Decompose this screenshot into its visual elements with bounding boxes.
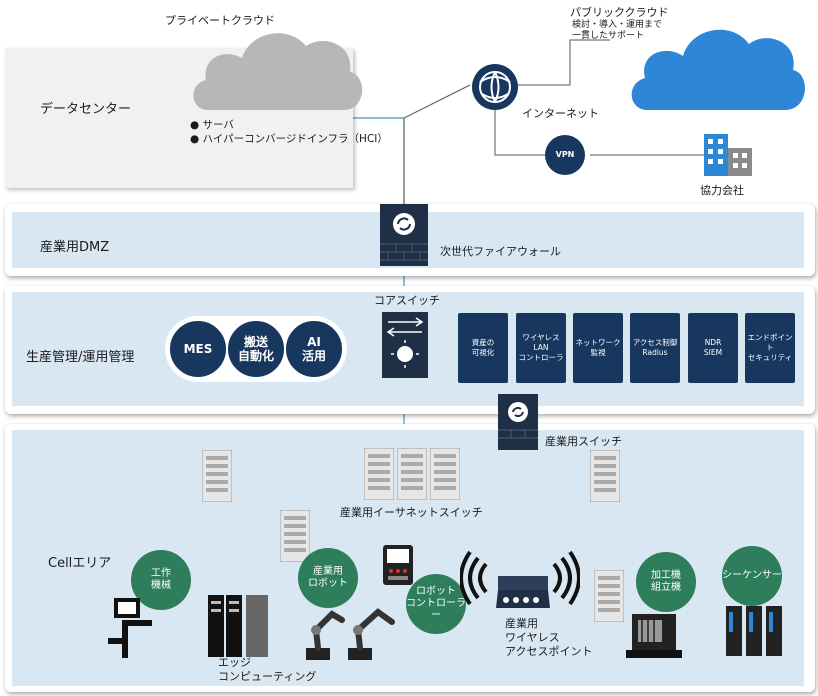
wlan-controller-tile: ワイヤレス LAN コントローラ: [516, 313, 566, 383]
asset-visibility-tile: 資産の 可視化: [458, 313, 508, 383]
pendant-icon: [383, 545, 413, 585]
ethernet-switch-icon: [594, 570, 624, 622]
private-cloud-bullet: ● ハイパーコンバージドインフラ（HCI）: [190, 133, 388, 145]
private-cloud-bullet: ● サーバ: [190, 119, 234, 131]
mes-circle: MES: [168, 319, 228, 379]
transport-automation-circle: 搬送 自動化: [226, 319, 286, 379]
cell-label: Cellエリア: [48, 556, 112, 571]
core-switch-label: コアスイッチ: [374, 294, 440, 307]
private-cloud-title: プライベートクラウド: [165, 14, 275, 27]
edge-computing-label: エッジ コンピューティング: [218, 656, 317, 683]
private-cloud-bullets: ● サーバ ● ハイパーコンバージドインフラ（HCI）: [190, 118, 388, 146]
workstation-icon: [108, 598, 152, 658]
link-internet-vpn: [494, 108, 545, 156]
ethernet-switch-icon: [280, 510, 310, 562]
robot-arm-icon: [306, 608, 395, 660]
firewall-label: 次世代ファイアウォール: [440, 245, 561, 258]
private-cloud-icon: [193, 33, 363, 110]
internet-globe-icon: [472, 64, 518, 110]
machine-tool-node: 工作 機械: [131, 550, 191, 610]
building-icon: [704, 134, 752, 176]
ethernet-switch-icon: [202, 450, 232, 502]
dmz-label: 産業用DMZ: [40, 240, 110, 255]
industrial-switch-label: 産業用スイッチ: [545, 435, 622, 448]
wireless-ap-icon: [460, 550, 580, 608]
ethernet-switch-icon: [397, 448, 427, 500]
ethernet-switch-icon: [430, 448, 460, 500]
network-monitoring-tile: ネットワーク 監視: [573, 313, 623, 383]
robot-node: 産業用 ロボット: [298, 548, 358, 608]
access-control-tile: アクセス制御 Radius: [630, 313, 680, 383]
firewall-icon: [380, 204, 428, 266]
public-cloud-icon: [631, 29, 805, 111]
ethernet-switch-icon: [590, 450, 620, 502]
link-internet-public-cloud: [518, 39, 610, 86]
industrial-switch-icon: [498, 394, 538, 450]
wireless-ap-label: 産業用 ワイヤレス アクセスポイント: [505, 617, 593, 658]
assembly-machine-icon: [626, 614, 682, 658]
vpn-node: VPN: [545, 135, 585, 175]
endpoint-security-tile: エンドポイント セキュリティ: [745, 313, 795, 383]
robot-controller-node: ロボット コントローラー: [406, 574, 466, 634]
public-cloud-title: パブリッククラウド: [570, 6, 669, 19]
core-switch-icon: [382, 312, 428, 378]
edge-server-icon: [208, 595, 268, 657]
assembly-machine-node: 加工機 組立機: [636, 552, 696, 612]
link-firewall-internet: [403, 84, 471, 205]
internet-label: インターネット: [522, 107, 599, 120]
ai-circle: AI 活用: [284, 319, 344, 379]
ndr-siem-tile: NDR SIEM: [688, 313, 738, 383]
plc-icon: [726, 606, 782, 656]
partner-label: 協力会社: [700, 184, 744, 197]
mgmt-label: 生産管理/運用管理: [26, 350, 135, 365]
public-cloud-subtitle: 検討・導入・運用まで 一貫したサポート: [572, 20, 663, 41]
sequencer-node: シーケンサー: [722, 546, 782, 606]
ethernet-switch-label: 産業用イーサネットスイッチ: [340, 506, 483, 519]
vpn-label: VPN: [555, 150, 575, 159]
datacenter-label: データセンター: [40, 102, 132, 117]
ethernet-switch-icon: [364, 448, 394, 500]
